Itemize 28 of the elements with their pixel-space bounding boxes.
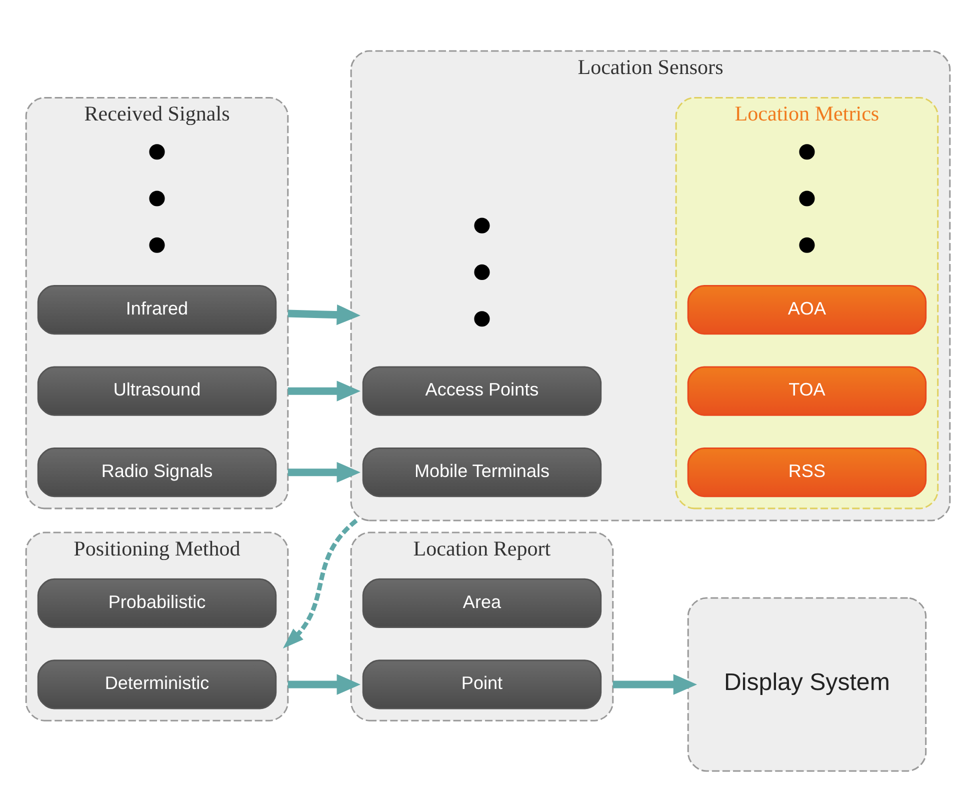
- arrow: [612, 674, 698, 695]
- node-box: Probabilistic: [37, 578, 277, 628]
- node-box: Radio Signals: [37, 448, 277, 498]
- node-circle: [799, 144, 815, 160]
- node-circle: [149, 190, 165, 206]
- node-circle: [474, 311, 490, 327]
- node-circle: [799, 190, 815, 206]
- node-box: RSS: [687, 448, 927, 498]
- node-box: Area: [362, 578, 602, 628]
- node-box: AOA: [687, 285, 927, 335]
- arrow: [282, 518, 358, 649]
- node-box: Deterministic: [37, 660, 277, 710]
- node-box: Ultrasound: [37, 366, 277, 416]
- arrow: [288, 462, 360, 483]
- arrow: [288, 380, 360, 402]
- node-box: Point: [362, 660, 602, 710]
- node-box: Infrared: [37, 285, 277, 335]
- node-circle: [149, 237, 165, 253]
- node-box: Display System: [687, 597, 927, 772]
- node-circle: [474, 264, 490, 280]
- node-circle: [149, 144, 165, 160]
- node-box: TOA: [687, 366, 927, 416]
- arrow: [288, 304, 360, 326]
- node-box: Mobile Terminals: [362, 448, 602, 498]
- node-box: Access Points: [362, 366, 602, 416]
- arrow: [288, 674, 360, 695]
- node-circle: [799, 237, 815, 253]
- node-circle: [474, 218, 490, 234]
